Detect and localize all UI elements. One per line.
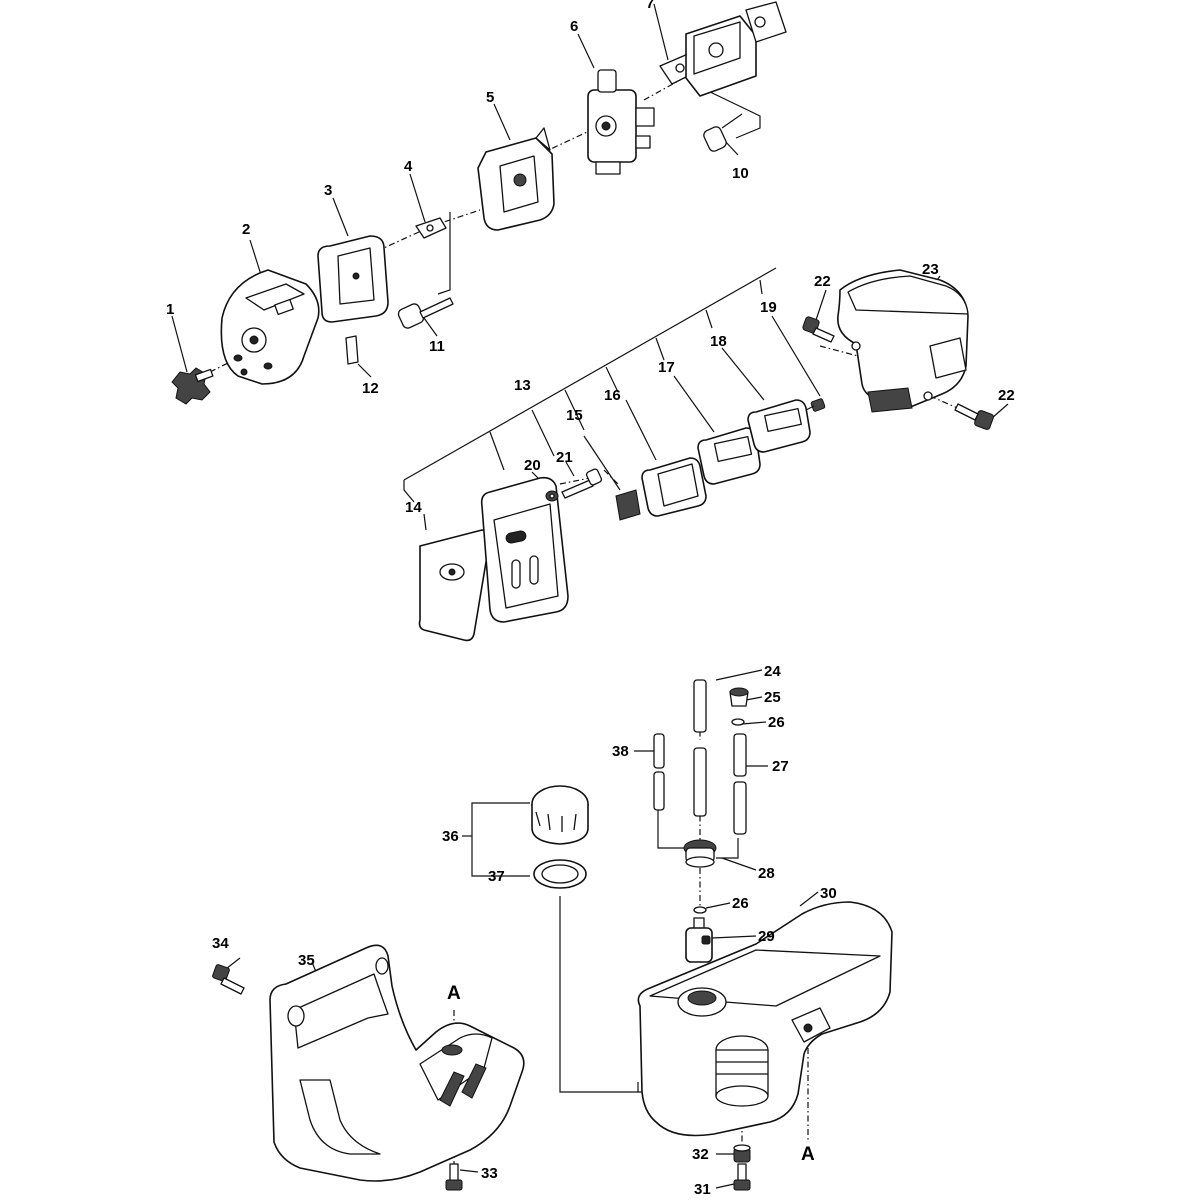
gasket-icon: [747, 399, 811, 453]
callout-26b: 26: [732, 895, 749, 912]
bolt-icon: [805, 398, 826, 412]
callout-32: 32: [692, 1146, 709, 1163]
callout-4: 4: [404, 158, 413, 175]
callout-34: 34: [212, 935, 229, 952]
callout-21: 21: [556, 449, 573, 466]
leader-lines: [171, 3, 819, 1189]
cylinder-cover-icon: [837, 269, 969, 413]
gasket-icon: [745, 1, 787, 43]
bolt-icon: [212, 964, 245, 995]
muffler-icon: [480, 476, 569, 623]
bolt-icon: [561, 468, 603, 499]
fuel-hose-icon: [693, 679, 707, 817]
callout-labels: 1 2 3 4 5 6 7 10 11 12 13 14 15 16 17 18…: [166, 0, 1015, 1198]
air-filter-case-icon: [477, 127, 555, 231]
callout-2: 2: [242, 221, 250, 238]
vent-cap-icon: [729, 687, 749, 707]
callout-1: 1: [166, 301, 174, 318]
callout-17: 17: [658, 359, 675, 376]
callout-15: 15: [566, 407, 583, 424]
callout-33: 33: [481, 1165, 498, 1182]
bolt-icon: [802, 316, 835, 343]
callout-25: 25: [764, 689, 781, 706]
callout-7: 7: [646, 0, 654, 12]
callout-22a: 22: [814, 273, 831, 290]
callout-30: 30: [820, 885, 837, 902]
nut-icon: [733, 1144, 751, 1163]
callout-35: 35: [298, 952, 315, 969]
callout-24: 24: [764, 663, 781, 680]
carburetor-icon: [587, 69, 655, 175]
grommet-icon: [683, 839, 717, 868]
reference-mark-a-tank: A: [801, 1144, 815, 1165]
callout-23: 23: [922, 261, 939, 278]
spark-screen-icon: [615, 489, 641, 521]
callout-22b: 22: [998, 387, 1015, 404]
callout-31: 31: [694, 1181, 711, 1198]
callout-20: 20: [524, 457, 541, 474]
callout-13: 13: [514, 377, 531, 394]
insulator-icon: [685, 15, 757, 97]
fuel-filter-icon: [685, 917, 713, 963]
air-filter-icon: [317, 235, 389, 323]
callout-12: 12: [362, 380, 379, 397]
callout-16: 16: [604, 387, 621, 404]
o-ring-icon: [693, 906, 707, 914]
label-sticker-icon: [345, 335, 359, 365]
reference-mark-a-bracket: A: [447, 983, 461, 1004]
knob-icon: [171, 367, 214, 405]
fuel-tank-icon: [637, 901, 893, 1137]
bracket-icon: [415, 217, 447, 239]
callout-36: 36: [442, 828, 459, 845]
o-ring-icon: [731, 718, 745, 726]
fuel-hose-icon: [653, 733, 665, 811]
callout-29: 29: [758, 928, 775, 945]
callout-28: 28: [758, 865, 775, 882]
callout-27: 27: [772, 758, 789, 775]
callout-10: 10: [732, 165, 749, 182]
air-cleaner-cover-icon: [220, 269, 320, 385]
callout-38: 38: [612, 743, 629, 760]
callout-6: 6: [570, 18, 578, 35]
callout-14: 14: [405, 499, 422, 516]
callout-18: 18: [710, 333, 727, 350]
gasket-icon: [697, 427, 761, 485]
kit-leader-fan: [403, 267, 1009, 531]
callout-37: 37: [488, 868, 505, 885]
bolt-icon: [397, 297, 454, 329]
bolt-icon: [703, 113, 743, 152]
gasket-icon: [641, 457, 707, 517]
callout-11: 11: [429, 338, 445, 355]
callout-3: 3: [324, 182, 332, 199]
bolt-icon: [445, 1163, 463, 1191]
bolt-icon: [733, 1163, 751, 1191]
callout-5: 5: [486, 89, 494, 106]
bolt-icon: [954, 403, 994, 430]
washer-icon: [545, 490, 559, 502]
fuel-hose-icon: [733, 733, 747, 835]
heat-shield-icon: [418, 529, 491, 642]
callout-19: 19: [760, 299, 777, 316]
cap-ring-icon: [533, 859, 587, 889]
callout-26a: 26: [768, 714, 785, 731]
fuel-cap-icon: [531, 785, 589, 845]
tank-bracket-icon: [269, 944, 525, 1182]
